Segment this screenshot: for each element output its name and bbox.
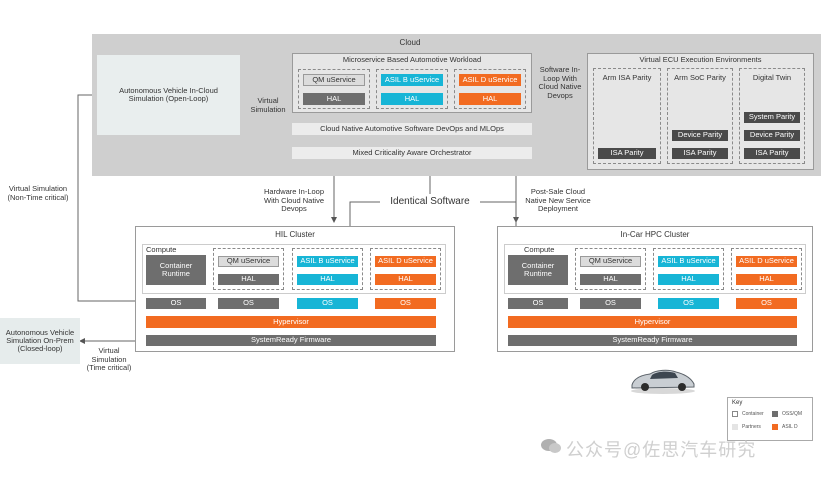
watermark-text: 公众号@佐思汽车研究 <box>566 440 757 460</box>
incar-asilb-hal: HAL <box>658 274 719 285</box>
software-in-loop-label: Software In-Loop With Cloud Native Devop… <box>538 65 582 100</box>
hil-cluster-title: HIL Cluster <box>275 230 315 239</box>
key-asild-label: ASIL D <box>782 424 798 430</box>
incar-os-4: OS <box>736 298 797 309</box>
hil-os-1: OS <box>146 298 206 309</box>
incar-asild-group <box>731 248 802 290</box>
hil-compute-label: Compute <box>146 245 177 254</box>
cloud-asilb-group <box>376 69 448 109</box>
incar-qm-hal: HAL <box>580 274 641 285</box>
virtual-sim-time-label: Virtual Simulation (Time critical) <box>86 346 132 373</box>
key-container-label: Container <box>742 411 764 417</box>
ecu3-system-parity: System Parity <box>744 112 800 123</box>
incar-compute-box <box>504 244 806 294</box>
car-image <box>631 369 695 394</box>
hil-asilb-uservice: ASIL B uService <box>297 256 358 267</box>
cloud-qm-uservice: QM uService <box>303 74 365 86</box>
key-asild-swatch <box>772 424 778 430</box>
hil-firmware: SystemReady Firmware <box>146 335 436 346</box>
hil-qm-uservice: QM uService <box>218 256 279 267</box>
ecu3-isa-parity: ISA Parity <box>744 148 800 159</box>
hil-qm-hal: HAL <box>218 274 279 285</box>
hil-hypervisor: Hypervisor <box>146 316 436 328</box>
sim-on-prem-label: Autonomous Vehicle Simulation On-Prem (C… <box>5 327 75 354</box>
incar-os-3: OS <box>658 298 719 309</box>
ecu1-isa-parity: ISA Parity <box>598 148 656 159</box>
cloud-title: Cloud <box>399 38 421 47</box>
wechat-icon <box>540 438 562 454</box>
hil-asild-group <box>370 248 441 290</box>
ecu-col-digital-twin <box>739 68 805 164</box>
incar-asild-hal: HAL <box>736 274 797 285</box>
hil-os-4: OS <box>375 298 436 309</box>
hil-asilb-group <box>292 248 363 290</box>
cloud-asilb-hal: HAL <box>381 93 443 105</box>
incar-asilb-uservice: ASIL B uService <box>658 256 719 267</box>
key-container-swatch <box>732 411 738 417</box>
key-title: Key <box>732 400 743 406</box>
sim-on-prem-box: Autonomous Vehicle Simulation On-Prem (C… <box>0 318 80 364</box>
incar-compute-label: Compute <box>524 245 555 254</box>
ecu3-device-parity: Device Parity <box>744 130 800 141</box>
incar-os-1: OS <box>508 298 568 309</box>
key-box <box>727 397 813 441</box>
ecu-col-arm-soc <box>667 68 733 164</box>
cloud-asild-group <box>454 69 526 109</box>
sim-open-loop-box: Autonomous Vehicle In-Cloud Simulation (… <box>97 55 240 135</box>
incar-firmware: SystemReady Firmware <box>508 335 797 346</box>
microservice-title: Microservice Based Automotive Workload <box>342 55 482 64</box>
virtual-sim-non-time-label: Virtual Simulation (Non-Time critical) <box>7 184 69 202</box>
hil-asild-uservice: ASIL D uService <box>375 256 436 267</box>
virtual-ecu-title: Virtual ECU Execution Environments <box>639 55 762 64</box>
orchestrator-bar: Mixed Criticality Aware Orchestrator <box>292 147 532 159</box>
hil-asilb-hal: HAL <box>297 274 358 285</box>
hil-os-2: OS <box>218 298 279 309</box>
hil-qm-group <box>213 248 284 290</box>
incar-asilb-group <box>653 248 724 290</box>
sim-open-loop-label: Autonomous Vehicle In-Cloud Simulation (… <box>119 85 218 103</box>
ecu-col-arm-isa <box>593 68 661 164</box>
incar-hypervisor: Hypervisor <box>508 316 797 328</box>
ecu2-device-parity: Device Parity <box>672 130 728 141</box>
virtual-simulation-label: Virtual Simulation <box>250 96 286 114</box>
incar-os-2: OS <box>580 298 641 309</box>
hil-asild-hal: HAL <box>375 274 436 285</box>
incar-qm-uservice: QM uService <box>580 256 641 267</box>
cloud-asild-hal: HAL <box>459 93 521 105</box>
key-oss-swatch <box>772 411 778 417</box>
incar-asild-uservice: ASIL D uService <box>736 256 797 267</box>
ecu-col-arm-isa-title: Arm ISA Parity <box>602 73 652 82</box>
key-partners-label: Partners <box>742 424 761 430</box>
cloud-asilb-uservice: ASIL B uService <box>381 74 443 86</box>
incar-cluster-title: In-Car HPC Cluster <box>620 230 690 239</box>
cloud-qm-hal: HAL <box>303 93 365 105</box>
ecu-col-arm-soc-title: Arm SoC Parity <box>674 73 726 82</box>
devops-bar: Cloud Native Automotive Software DevOps … <box>292 123 532 135</box>
hil-devops-label: Hardware In-Loop With Cloud Native Devop… <box>263 187 325 214</box>
ecu2-isa-parity: ISA Parity <box>672 148 728 159</box>
key-partners-swatch <box>732 424 738 430</box>
hil-compute-box <box>142 244 446 294</box>
incar-qm-group <box>575 248 646 290</box>
cloud-qm-group <box>298 69 370 109</box>
key-oss-label: OSS/QM <box>782 411 803 417</box>
hil-os-3: OS <box>297 298 358 309</box>
hil-container-runtime: Container Runtime <box>146 255 206 285</box>
cloud-asild-uservice: ASIL D uService <box>459 74 521 86</box>
ecu-col-digital-twin-title: Digital Twin <box>752 73 792 82</box>
identical-software-label: Identical Software <box>390 196 470 207</box>
incar-container-runtime: Container Runtime <box>508 255 568 285</box>
post-sale-label: Post-Sale Cloud Native New Service Deplo… <box>525 187 591 214</box>
